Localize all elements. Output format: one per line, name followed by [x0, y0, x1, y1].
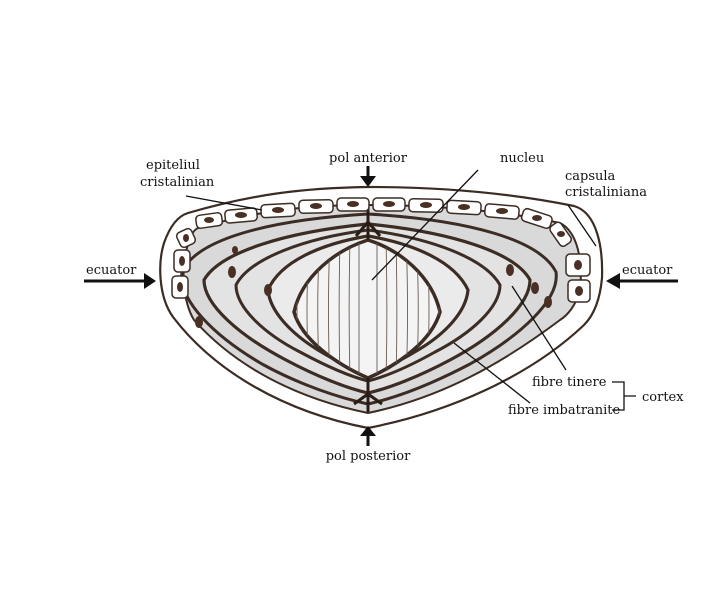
label-pol-anterior: pol anterior [329, 151, 408, 166]
label-nucleu: nucleu [500, 151, 544, 166]
label-fibre-tinere: fibre tinere [532, 375, 607, 390]
arrow-pol-posterior [360, 426, 376, 446]
label-ecuator-left: ecuator [86, 263, 137, 278]
cortex-bracket [612, 381, 636, 411]
leader-epiteliul [185, 195, 263, 211]
arrow-ecuator-right [606, 273, 678, 289]
label-pol-posterior: pol posterior [326, 449, 411, 464]
label-capsula-line2: cristaliniana [565, 185, 647, 200]
label-capsula-line1: capsula [565, 169, 616, 184]
label-cortex: cortex [642, 390, 684, 405]
leader-capsula [567, 204, 597, 247]
arrow-pol-anterior [360, 166, 376, 187]
label-ecuator-right: ecuator [622, 263, 673, 278]
label-epiteliul-line1: epiteliul [146, 158, 200, 173]
lens-sutures [353, 206, 383, 412]
label-epiteliul-line2: cristalinian [140, 175, 215, 190]
leader-lines [185, 169, 597, 404]
cell-nuclei [177, 201, 583, 328]
arrow-ecuator-left [84, 273, 156, 289]
leader-nucleu [371, 169, 479, 281]
leader-fibre-imbatranite [453, 342, 531, 404]
leader-fibre-tinere [511, 285, 567, 371]
label-fibre-imbatranite: fibre imbatranite [508, 403, 621, 418]
